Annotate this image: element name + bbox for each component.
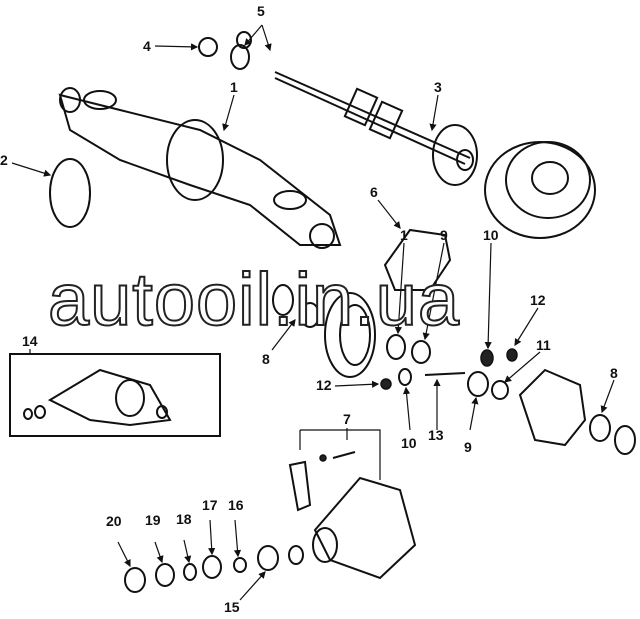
pinion-bearing-stack <box>124 545 304 593</box>
axle-shaft <box>274 71 478 186</box>
cap-bolt <box>332 451 356 459</box>
callout-12-mid: 12 <box>316 377 332 393</box>
inset-housing <box>47 368 172 427</box>
callout-7: 7 <box>343 411 351 427</box>
callout-1-mid: 1 <box>400 227 408 243</box>
callout-3: 3 <box>434 79 442 95</box>
differential-carrier <box>383 228 452 291</box>
leader-lines <box>11 24 615 601</box>
differential-case <box>518 368 587 447</box>
callout-9-bottom: 9 <box>464 439 472 455</box>
callout-8-left: 8 <box>262 351 270 367</box>
callout-14: 14 <box>22 333 38 349</box>
callout-9-top: 9 <box>440 227 448 243</box>
pinion-gear <box>411 340 431 364</box>
callout-numbers: 4 5 1 2 3 6 14 8 1 9 10 12 11 8 12 10 13… <box>0 3 618 615</box>
callout-16: 16 <box>228 497 244 513</box>
side-bearing-cup <box>614 425 636 455</box>
bearing <box>230 44 250 70</box>
callout-10-top: 10 <box>483 227 499 243</box>
callout-1-top: 1 <box>230 79 238 95</box>
callout-8-right: 8 <box>610 365 618 381</box>
callout-11: 11 <box>536 337 551 353</box>
callout-18: 18 <box>176 511 192 527</box>
carrier-housing <box>313 476 417 580</box>
thrust-washer <box>480 349 494 367</box>
callout-4-top: 4 <box>143 38 151 54</box>
axle-housing <box>58 87 342 249</box>
callout-6: 6 <box>370 184 378 200</box>
ring-gear <box>324 292 376 378</box>
pinion-shaft <box>424 372 466 376</box>
callout-5: 5 <box>257 3 265 19</box>
washer <box>506 348 518 362</box>
oil-seal <box>198 37 218 57</box>
cover-gasket <box>49 158 91 228</box>
pinion-gear-lower <box>467 371 489 397</box>
callout-19: 19 <box>145 512 161 528</box>
callout-2: 2 <box>0 152 8 168</box>
callout-12-top: 12 <box>530 292 546 308</box>
side-gear <box>386 334 406 360</box>
watermark: autooil.in.ua <box>48 258 460 341</box>
inset-box <box>9 353 221 437</box>
brake-drum <box>484 141 596 239</box>
washer-lower <box>380 378 392 390</box>
thrust-washer-lower <box>398 368 412 386</box>
callout-13: 13 <box>428 427 444 443</box>
pinion-bearing-cone <box>300 302 320 328</box>
callout-17: 17 <box>202 497 218 513</box>
callout-20: 20 <box>106 513 122 529</box>
side-gear-lower <box>491 380 509 400</box>
callout-10-bottom: 10 <box>401 435 417 451</box>
bearing-cap <box>288 460 312 512</box>
pinion-bearing <box>272 284 294 316</box>
side-bearing <box>589 414 611 442</box>
callout-15: 15 <box>224 599 240 615</box>
